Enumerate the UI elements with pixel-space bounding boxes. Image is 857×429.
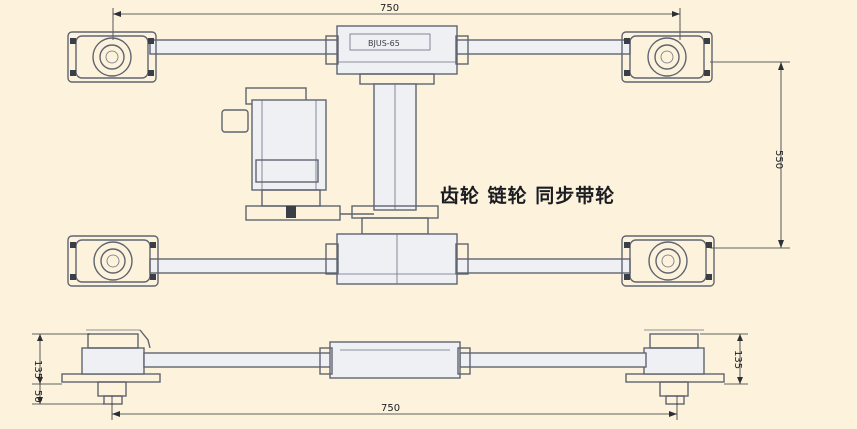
dimension-bottom-750: 750 bbox=[111, 396, 678, 420]
dim-side-left-small-text: 50 bbox=[32, 390, 43, 403]
jack-bottom-left bbox=[67, 235, 159, 287]
dimension-side-right-135: 135 bbox=[700, 333, 748, 385]
dimension-side-left-50: 50 bbox=[32, 384, 104, 405]
dim-side-right-text: 135 bbox=[732, 350, 743, 369]
gearbox-top: BJUS-65 bbox=[325, 25, 469, 85]
dim-bottom-text: 750 bbox=[381, 403, 400, 414]
jack-top-left bbox=[67, 31, 157, 83]
dimension-right-550: 550 bbox=[710, 61, 790, 249]
dimension-top-750: 750 bbox=[112, 3, 681, 40]
center-column bbox=[373, 83, 417, 211]
side-view bbox=[61, 329, 725, 405]
dimension-side-left-135: 135 bbox=[32, 333, 90, 385]
dim-top-text: 750 bbox=[380, 3, 399, 14]
dim-right-text: 550 bbox=[773, 150, 784, 169]
dim-side-left-text: 135 bbox=[32, 360, 43, 379]
jack-top-right bbox=[621, 31, 713, 83]
caption-gear-sprocket-pulley: 齿轮 链轮 同步带轮 bbox=[440, 185, 616, 207]
gearbox-nameplate: BJUS-65 bbox=[368, 39, 400, 48]
gearbox-bottom bbox=[325, 205, 469, 285]
motor-assembly bbox=[221, 87, 374, 221]
jack-bottom-right bbox=[621, 235, 715, 287]
